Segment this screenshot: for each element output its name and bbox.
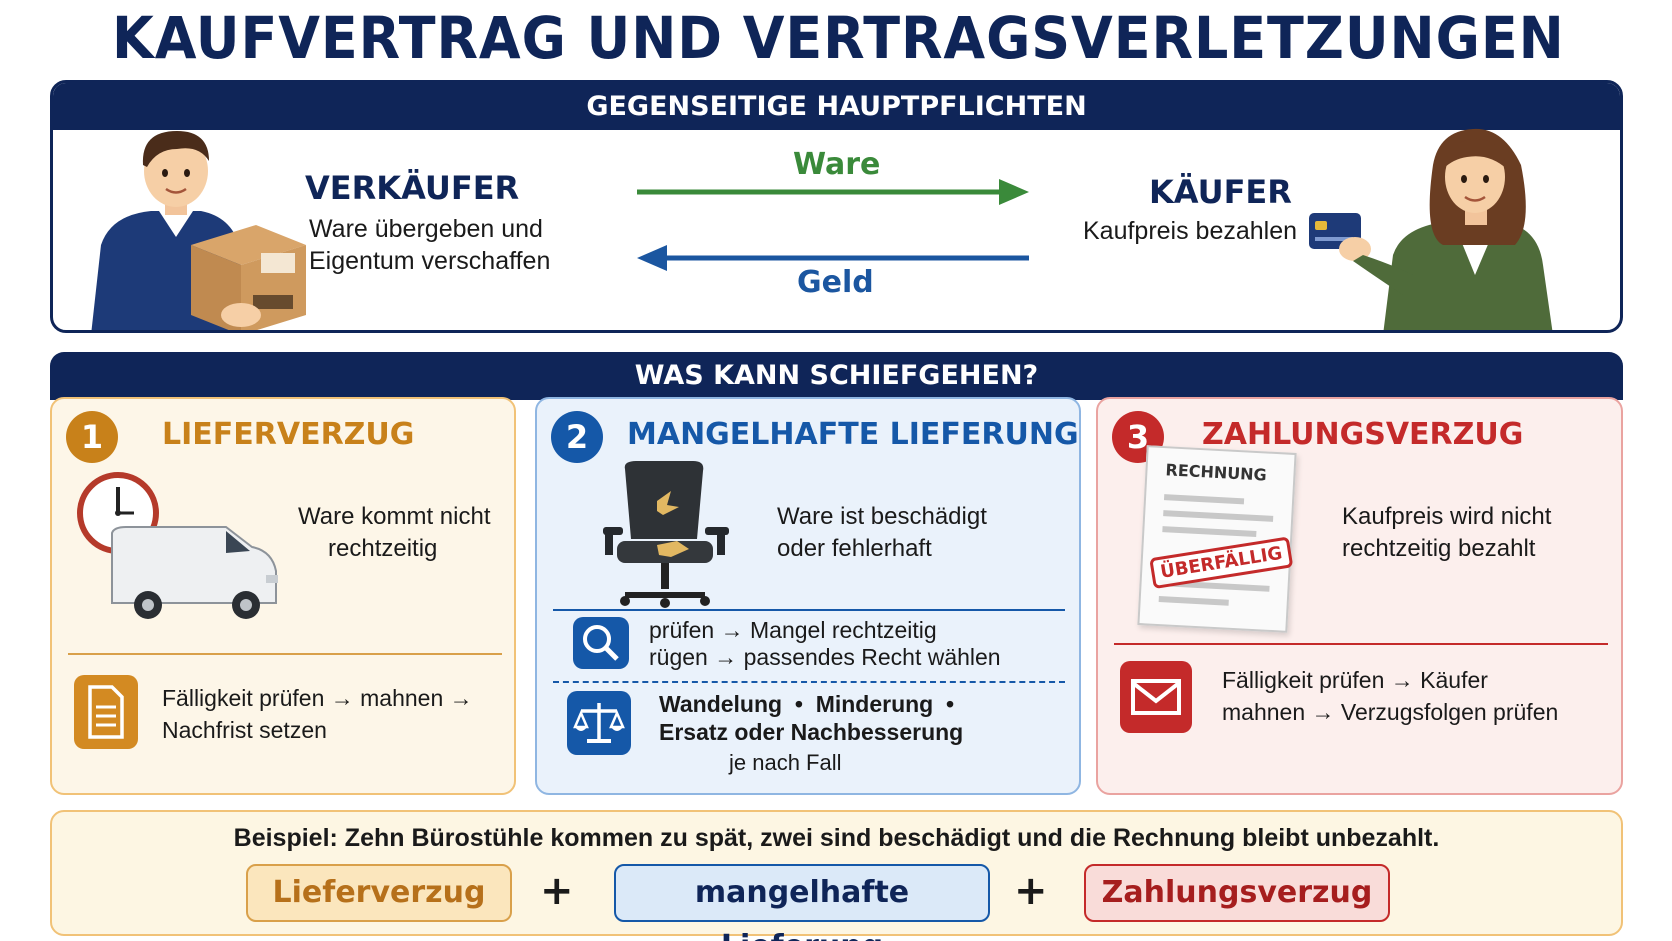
- seller-illustration: [91, 131, 306, 330]
- envelope-icon: [1120, 661, 1192, 733]
- buyer-description: Kaufpreis bezahlen: [1083, 217, 1298, 245]
- card-steps-line1: Fälligkeit prüfen → mahnen →: [162, 685, 473, 711]
- card-title: LIEFERVERZUG: [162, 417, 415, 452]
- clock-van-icon: [77, 472, 278, 619]
- page-title: KAUFVERTRAG UND VERTRAGSVERLETZUNGEN: [111, 4, 1565, 72]
- goods-arrow-label: Ware: [793, 147, 881, 182]
- money-arrow-label: Geld: [797, 265, 874, 300]
- card-divider-dashed: [553, 681, 1065, 683]
- card-number-badge: 2: [551, 411, 603, 463]
- card-steps-line2: mahnen → Verzugsfolgen prüfen: [1222, 699, 1559, 725]
- pill-payment-delay: Zahlungsverzug: [1084, 864, 1390, 922]
- buyer-name: KÄUFER: [1149, 173, 1292, 211]
- seller-name: VERKÄUFER: [305, 169, 520, 207]
- card-steps-line1: prüfen → Mangel rechtzeitig: [649, 617, 937, 643]
- card-defective-delivery: 2 MANGELHAFTE LIEFERUNG Ware ist beschäd…: [535, 397, 1081, 795]
- plus-sign: +: [1014, 868, 1048, 914]
- goods-arrow: [637, 179, 1029, 205]
- plus-sign: +: [540, 868, 574, 914]
- document-icon: [74, 675, 138, 749]
- rights-line2: Ersatz oder Nachbesserung: [659, 719, 964, 745]
- card-title: MANGELHAFTE LIEFERUNG: [627, 417, 1079, 452]
- card-delivery-delay: 1 LIEFERVERZUG Ware kommt nicht rechtzei…: [50, 397, 516, 795]
- card-text-line2: rechtzeitig: [328, 535, 438, 562]
- card-title: ZAHLUNGSVERZUG: [1202, 417, 1524, 452]
- pill-delivery-delay: Lieferverzug: [246, 864, 512, 922]
- card-steps-line2: rügen → passendes Recht wählen: [649, 644, 1001, 670]
- buyer-illustration: [1309, 128, 1553, 330]
- card-divider: [1114, 643, 1608, 645]
- card-text-line2: oder fehlerhaft: [777, 535, 932, 562]
- invoice-label: RECHNUNG: [1165, 460, 1268, 485]
- card-divider: [553, 609, 1065, 611]
- main-obligations-heading: GEGENSEITIGE HAUPTPFLICHTEN: [53, 83, 1620, 130]
- seller-description-line1: Ware übergeben und: [309, 215, 543, 243]
- money-arrow: [637, 245, 1029, 271]
- example-panel: Beispiel: Zehn Bürostühle kommen zu spät…: [50, 810, 1623, 941]
- card-number-badge: 1: [66, 411, 118, 463]
- damaged-chair-icon: [603, 461, 729, 608]
- card-number-badge: 3: [1112, 411, 1164, 463]
- search-icon: [573, 617, 629, 669]
- card-text-line2: rechtzeitig bezahlt: [1342, 535, 1536, 562]
- rights-line1: Wandelung • Minderung •: [659, 691, 955, 717]
- card-text-line1: Ware ist beschädigt: [777, 503, 987, 530]
- pill-defective-delivery: mangelhafte Lieferung: [614, 864, 990, 941]
- scales-icon: [567, 691, 631, 755]
- problems-heading: WAS KANN SCHIEFGEHEN?: [50, 352, 1623, 400]
- card-payment-delay: 3 ZAHLUNGSVERZUG RECHNUNG ÜBERFÄLLIG Kau…: [1096, 397, 1623, 795]
- example-text: Beispiel: Zehn Bürostühle kommen zu spät…: [233, 824, 1440, 852]
- card-steps-line2: Nachfrist setzen: [162, 717, 327, 743]
- card-text-line1: Ware kommt nicht: [298, 503, 491, 530]
- problems-heading-text: WAS KANN SCHIEFGEHEN?: [634, 360, 1039, 391]
- rights-note: je nach Fall: [729, 750, 842, 775]
- invoice-graphic: RECHNUNG ÜBERFÄLLIG: [1137, 445, 1297, 633]
- main-obligations-panel: GEGENSEITIGE HAUPTPFLICHTEN VERKÄUFER Wa…: [50, 80, 1623, 333]
- card-steps-line1: Fälligkeit prüfen → Käufer: [1222, 667, 1488, 693]
- seller-description-line2: Eigentum verschaffen: [309, 247, 551, 275]
- card-divider: [68, 653, 502, 655]
- card-text-line1: Kaufpreis wird nicht: [1342, 503, 1552, 530]
